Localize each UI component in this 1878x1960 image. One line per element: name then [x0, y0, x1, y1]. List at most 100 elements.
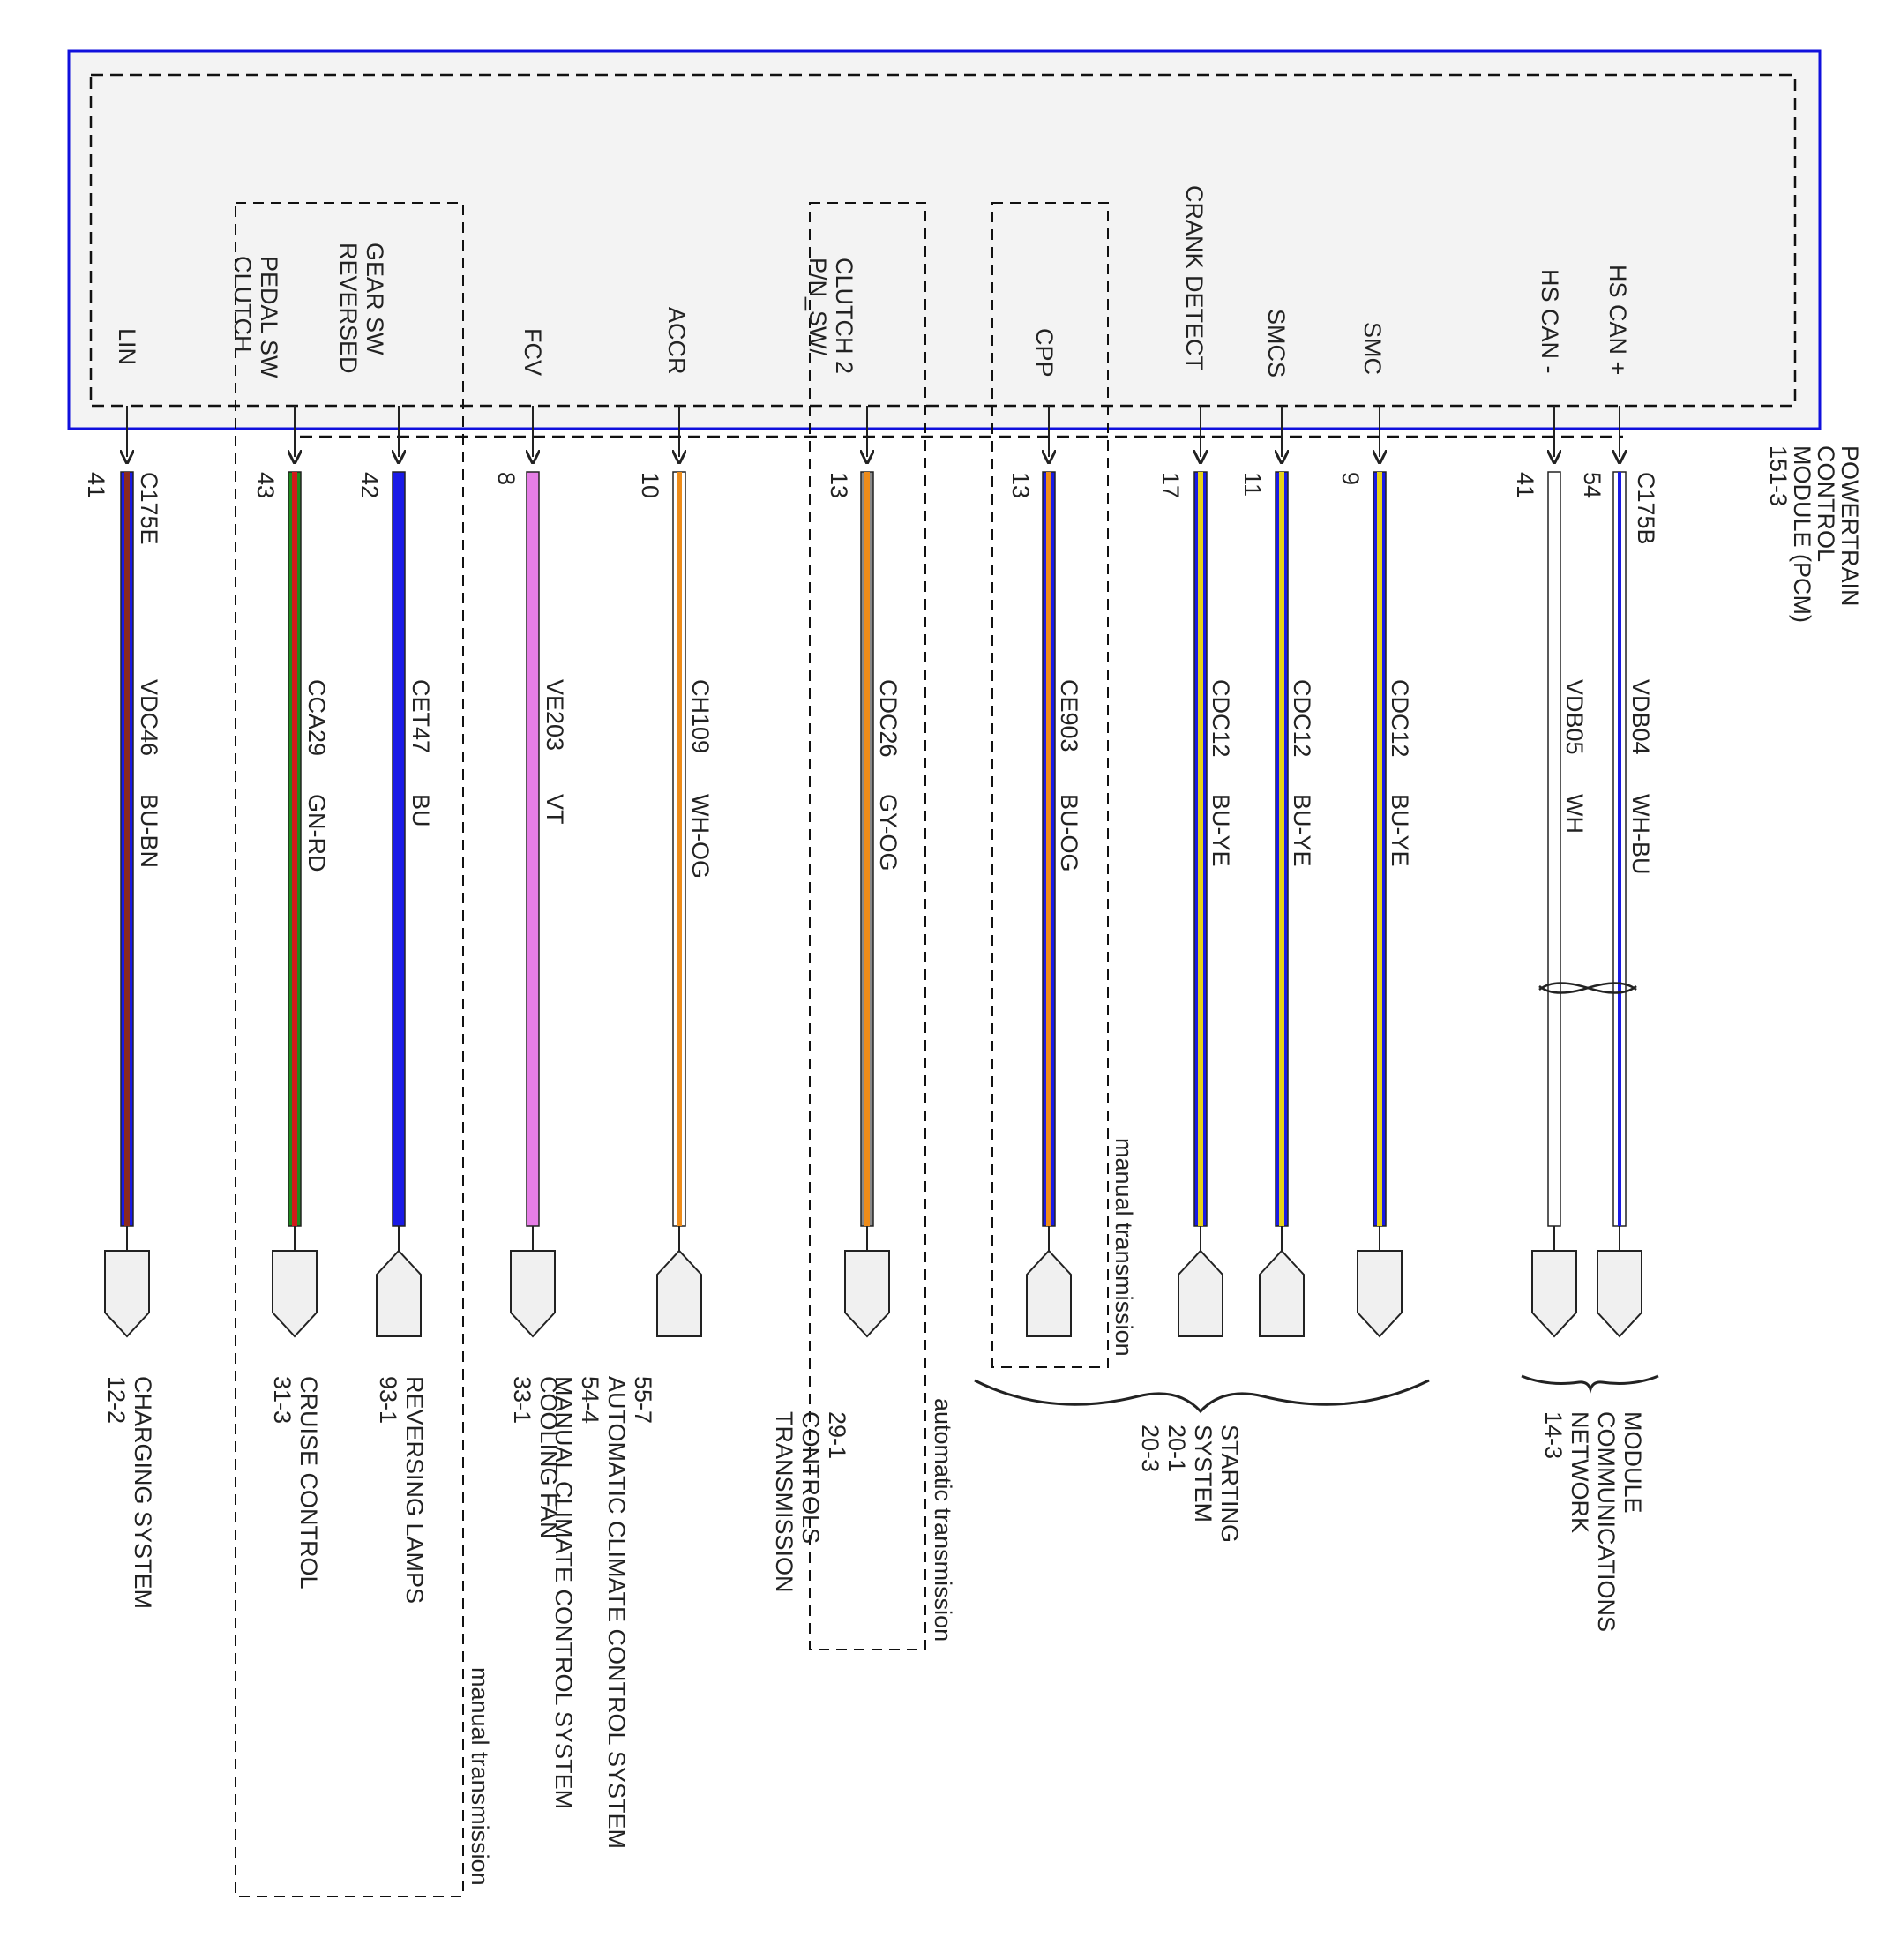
circuit-label: CDC26 GY-OG	[875, 679, 902, 872]
network-brace	[1521, 1374, 1659, 1394]
destination-line: 20-1	[1163, 1425, 1190, 1472]
signal-label-line: REVERSED	[335, 243, 362, 374]
wire-clutch-pedal-sw: CLUTCH PEDAL SW 43 CCA29 GN-RD CRUISE CO…	[229, 256, 330, 1590]
destination-line: CONTROLS	[797, 1411, 824, 1544]
signal-label: HS CAN -	[1537, 269, 1563, 374]
signal-label-line: ACCR	[663, 307, 690, 375]
destination-line: 54-4	[577, 1376, 603, 1424]
wire-color-code: GY-OG	[875, 794, 902, 872]
pin-number: 8	[493, 472, 520, 485]
destination: TRANSMISSION CONTROLS 29-1	[771, 1411, 850, 1593]
connector-up-icon	[656, 1249, 702, 1337]
svg-text:54: 54	[1579, 472, 1605, 498]
circuit-id: VDB05	[1561, 679, 1588, 755]
svg-text:manual transmission: manual transmission	[467, 1667, 493, 1886]
signal-label-line: FCV	[520, 328, 546, 376]
pin-number: 17	[1157, 472, 1184, 498]
wire-body	[392, 471, 406, 1227]
signal-label: LIN	[114, 328, 140, 365]
destination-line: 20-3	[1137, 1425, 1163, 1472]
wire-stripe	[124, 472, 130, 1226]
pin-number: 13	[826, 472, 852, 498]
wire-stripe	[1377, 472, 1382, 1226]
circuit-id: CET47	[408, 679, 434, 753]
pin-number: 9	[1337, 472, 1364, 485]
signal-label-line: SMCS	[1263, 309, 1290, 378]
svg-text:8: 8	[493, 472, 520, 485]
pin-number: 11	[1239, 472, 1266, 497]
wire-cpp: CPP 13 CE903 BU-OG	[1007, 328, 1082, 1337]
note-manual-transmission-cpp: manual transmission	[1111, 1138, 1137, 1357]
signal-label: ACCR	[663, 307, 690, 375]
svg-text:41: 41	[1512, 472, 1538, 498]
pin-number: 13	[1007, 472, 1034, 498]
signal-label-line: GEAR SW	[362, 243, 388, 355]
svg-text:9: 9	[1337, 472, 1364, 485]
destination-line: 33-1	[509, 1376, 535, 1424]
svg-text:43: 43	[252, 472, 279, 498]
wire-stripe	[292, 472, 297, 1226]
connector-down-icon	[510, 1250, 556, 1338]
wire-stripe	[677, 472, 682, 1226]
wire-color-code: BU-YE	[1387, 794, 1413, 867]
pin-number: 41	[83, 472, 109, 498]
pin-number: 41	[1512, 472, 1538, 498]
signal-label-line: PEDAL SW	[256, 256, 282, 378]
circuit-label: VDB05 WH	[1561, 679, 1588, 834]
module-frame	[67, 49, 1822, 430]
destination-line: CHARGING SYSTEM	[130, 1376, 156, 1609]
wire-body	[1547, 471, 1561, 1227]
connector-down-icon	[1597, 1250, 1642, 1338]
circuit-label: VDB04 WH-BU	[1627, 679, 1654, 874]
signal-label: P/N_SW/ CLUTCH 2	[804, 258, 857, 374]
wire-color-code: BU-YE	[1289, 794, 1315, 867]
destination-line: 14-3	[1540, 1411, 1567, 1459]
wire-hs-can-plus: HS CAN + 54 VDB04 WH-BU	[1579, 265, 1654, 1338]
wire-color-code: GN-RD	[303, 794, 330, 872]
svg-text:17: 17	[1157, 472, 1184, 498]
wire-stripe	[1618, 472, 1621, 1226]
circuit-label: VE203 VT	[542, 679, 568, 825]
destination: COOLING FAN 33-1	[509, 1376, 562, 1539]
destination-line: STARTING	[1216, 1425, 1243, 1543]
pin-number: 54	[1579, 472, 1605, 498]
circuit-id: CE903	[1056, 679, 1082, 752]
destination-line: 31-3	[269, 1376, 296, 1424]
wire-lin: LIN 41 VDC46 BU-BN CHARGING SYSTEM 12-2	[83, 328, 162, 1609]
signal-label-line: CPP	[1031, 328, 1058, 378]
destination-line: 93-1	[375, 1376, 401, 1424]
svg-text:automatic transmission: automatic transmission	[930, 1398, 956, 1642]
circuit-id: CDC26	[875, 679, 902, 758]
circuit-label: CCA29 GN-RD	[303, 679, 330, 872]
network-destination: MODULE COMMUNICATIONS NETWORK 14-3	[1540, 1411, 1646, 1632]
wire-accr: ACCR 10 CH109 WH-OG MANUAL CLIMATE CONTR…	[550, 307, 714, 1849]
wire-color-code: BU-OG	[1056, 794, 1082, 872]
circuit-id: VDC46	[136, 679, 162, 756]
signal-label: SMCS	[1263, 309, 1290, 378]
destination: CRUISE CONTROL 31-3	[269, 1376, 322, 1590]
destination: REVERSING LAMPS 93-1	[375, 1376, 428, 1604]
svg-text:41: 41	[83, 472, 109, 498]
signal-label-line: HS CAN -	[1537, 269, 1563, 374]
pin-number: 10	[637, 472, 663, 498]
svg-text:13: 13	[1007, 472, 1034, 498]
signal-label: CRANK DETECT	[1181, 185, 1208, 370]
circuit-id: VDB04	[1627, 679, 1654, 755]
wire-fcv: FCV 8 VE203 VT COOLING FAN 33-1	[493, 328, 568, 1539]
connector-down-icon	[272, 1250, 318, 1338]
module-inner-dashed-box	[89, 73, 1797, 408]
wire-reversed-gear-sw: REVERSED GEAR SW 42 CET47 BU REVERSING L…	[335, 243, 434, 1604]
signal-label-line: CRANK DETECT	[1181, 185, 1208, 370]
wire-color-code: WH	[1561, 794, 1588, 834]
connector-label-c175e: C175E	[136, 472, 162, 545]
destination-line: MODULE	[1620, 1411, 1646, 1514]
connector-id: C175E	[136, 472, 162, 545]
circuit-label: VDC46 BU-BN	[136, 679, 162, 868]
circuit-label: CDC12 BU-YE	[1289, 679, 1315, 867]
manual-transmission-box-cpp	[991, 202, 1109, 1368]
wire-smcs: SMCS 11 CDC12 BU-YE	[1239, 309, 1315, 1337]
note-manual-transmission-left: manual transmission	[467, 1667, 493, 1886]
note-automatic-transmission: automatic transmission	[930, 1398, 956, 1642]
pin-number: 42	[356, 472, 383, 498]
wire-color-code: WH-OG	[687, 794, 714, 879]
